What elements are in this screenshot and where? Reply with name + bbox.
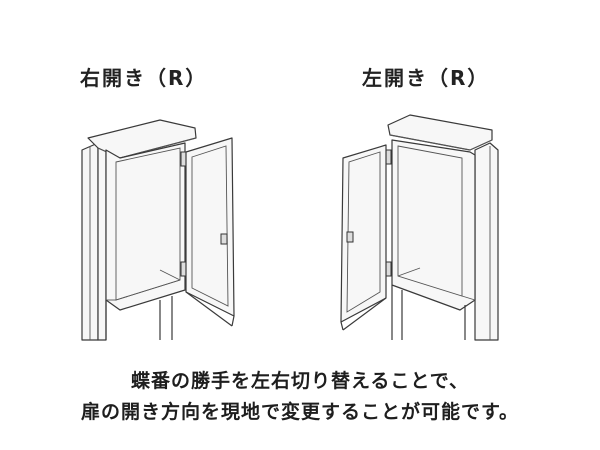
- door-handle: [220, 233, 228, 245]
- right-open-label: 右開き（R）: [80, 66, 208, 90]
- left-open-label: 左開き（R）: [362, 66, 490, 90]
- cabinet-body: [391, 139, 476, 340]
- cabinet-right-open: [81, 119, 235, 341]
- cabinet-post: [81, 142, 107, 341]
- cabinet-post: [474, 142, 499, 341]
- door-handle: [346, 231, 354, 243]
- caption-line-2: 扉の開き方向を現地で変更することが可能です。: [80, 401, 520, 423]
- cabinet-door: [340, 144, 387, 331]
- caption-line-1: 蝶番の勝手を左右切り替えることで、: [130, 370, 470, 392]
- cabinet-body: [105, 142, 186, 340]
- cabinet-lid: [387, 114, 493, 151]
- cabinet-left-open: [340, 114, 499, 341]
- cabinet-door: [185, 137, 235, 327]
